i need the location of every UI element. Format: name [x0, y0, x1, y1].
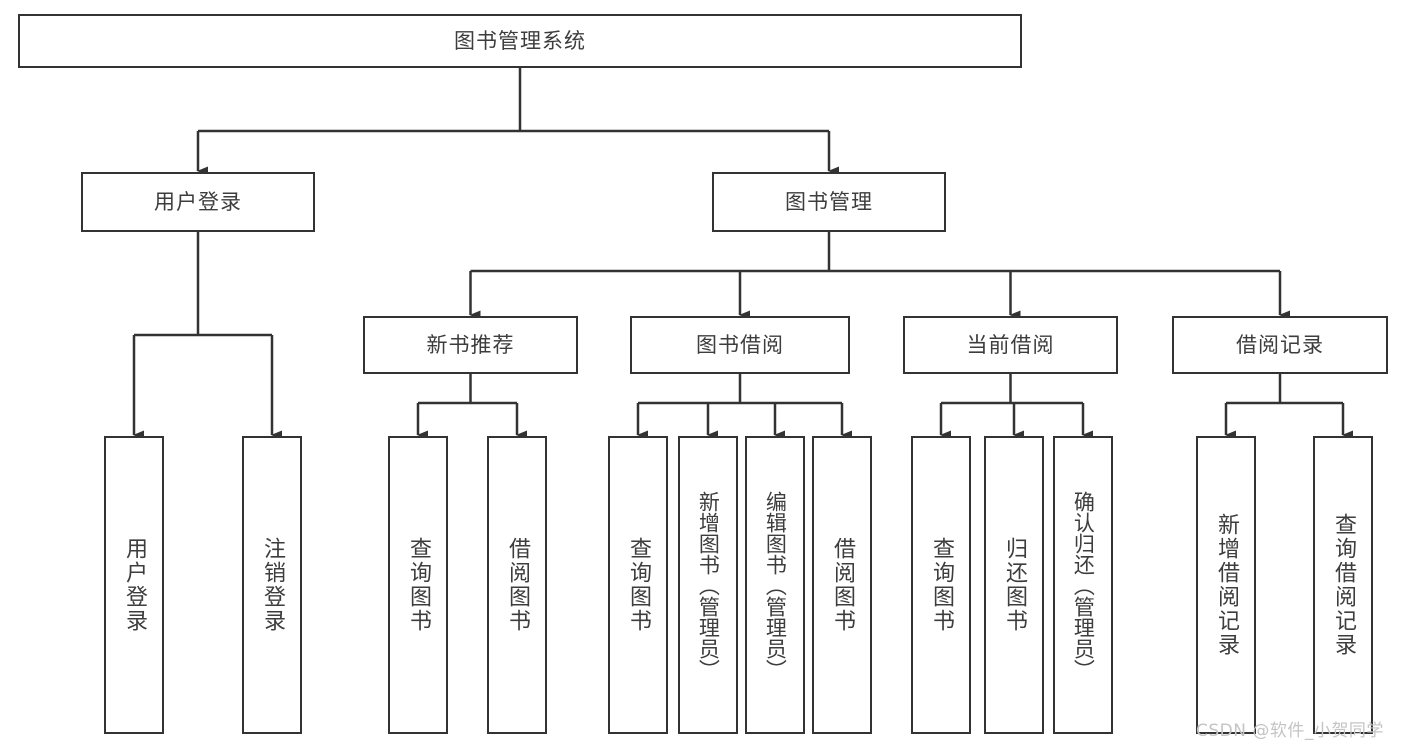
- node-label: 新增借阅记录: [1213, 513, 1239, 657]
- root-node-book-management-system[interactable]: 图书管理系统: [18, 14, 1022, 68]
- node-label: 借阅记录: [1236, 332, 1324, 357]
- leaf-node-8[interactable]: 借阅图书: [812, 436, 872, 734]
- node-label: 新增图书（管理员）: [696, 490, 721, 680]
- node-label: 确认归还（管理员）: [1071, 490, 1096, 680]
- watermark-text: CSDN @软件_小贺同学: [1196, 721, 1384, 741]
- node-label: 借阅图书: [504, 537, 530, 633]
- level3-node-4[interactable]: 借阅记录: [1172, 316, 1388, 374]
- node-label: 图书管理系统: [454, 28, 586, 53]
- leaf-node-10[interactable]: 归还图书: [984, 436, 1044, 734]
- leaf-node-11[interactable]: 确认归还（管理员）: [1053, 436, 1113, 734]
- leaf-node-9[interactable]: 查询图书: [911, 436, 971, 734]
- node-label: 编辑图书（管理员）: [763, 490, 788, 680]
- leaf-node-4[interactable]: 借阅图书: [487, 436, 547, 734]
- leaf-node-1[interactable]: 用户登录: [104, 436, 164, 734]
- node-label: 查询图书: [405, 537, 431, 633]
- node-label: 用户登录: [154, 189, 242, 214]
- leaf-node-5[interactable]: 查询图书: [608, 436, 668, 734]
- node-label: 当前借阅: [966, 332, 1055, 357]
- level2-node-1[interactable]: 用户登录: [81, 172, 315, 232]
- node-label: 新书推荐: [426, 332, 515, 357]
- node-label: 用户登录: [121, 537, 147, 633]
- node-label: 查询借阅记录: [1330, 513, 1356, 657]
- leaf-node-7[interactable]: 编辑图书（管理员）: [745, 436, 805, 734]
- leaf-node-13[interactable]: 查询借阅记录: [1313, 436, 1373, 734]
- level3-node-3[interactable]: 当前借阅: [903, 316, 1118, 374]
- node-label: 借阅图书: [829, 537, 855, 633]
- leaf-node-2[interactable]: 注销登录: [242, 436, 302, 734]
- level2-node-2[interactable]: 图书管理: [712, 172, 946, 232]
- node-label: 查询图书: [928, 537, 954, 633]
- node-label: 图书管理: [785, 189, 873, 214]
- leaf-node-6[interactable]: 新增图书（管理员）: [678, 436, 738, 734]
- node-label: 归还图书: [1001, 537, 1027, 633]
- edge-layer: [132, 68, 1353, 440]
- leaf-node-12[interactable]: 新增借阅记录: [1196, 436, 1256, 734]
- node-label: 图书借阅: [696, 332, 784, 357]
- node-label: 注销登录: [259, 537, 285, 633]
- node-label: 查询图书: [625, 537, 651, 633]
- leaf-node-3[interactable]: 查询图书: [388, 436, 448, 734]
- level3-node-1[interactable]: 新书推荐: [363, 316, 578, 374]
- level3-node-2[interactable]: 图书借阅: [630, 316, 850, 374]
